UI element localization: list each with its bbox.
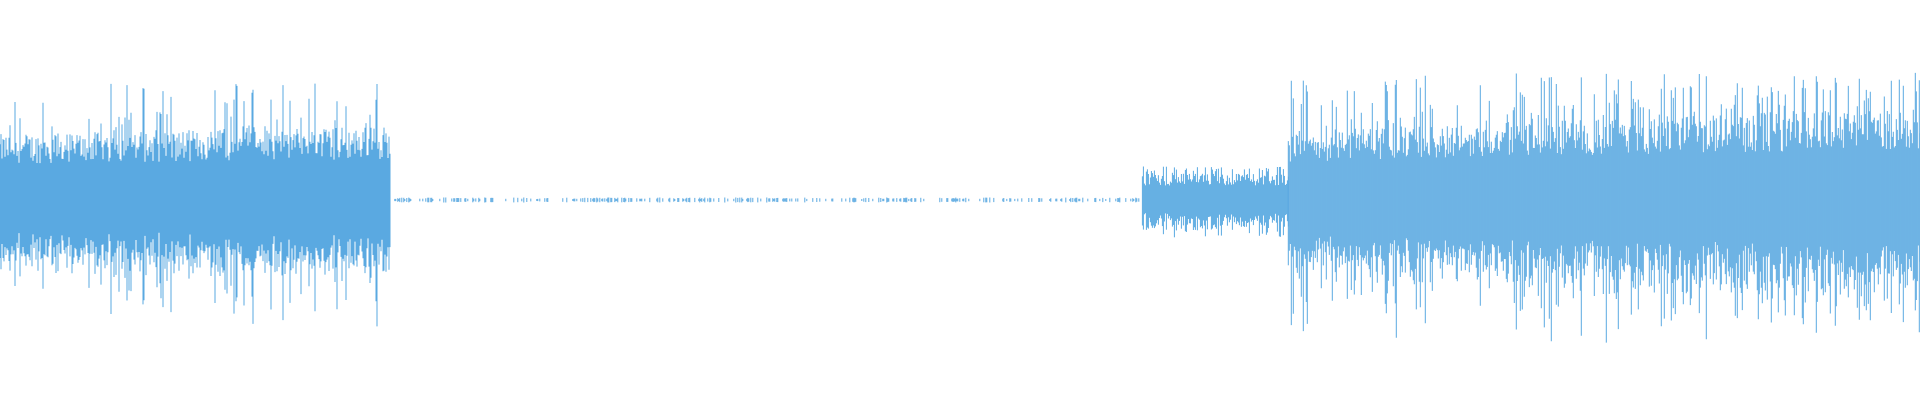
waveform-segment-quiet-section bbox=[1141, 166, 1289, 238]
waveform-samples bbox=[0, 72, 1920, 343]
waveform-segment-silence-gap bbox=[394, 197, 1140, 203]
waveform-segment-loud-intro bbox=[0, 83, 391, 327]
waveform-segment-loud-outro bbox=[1287, 72, 1920, 343]
